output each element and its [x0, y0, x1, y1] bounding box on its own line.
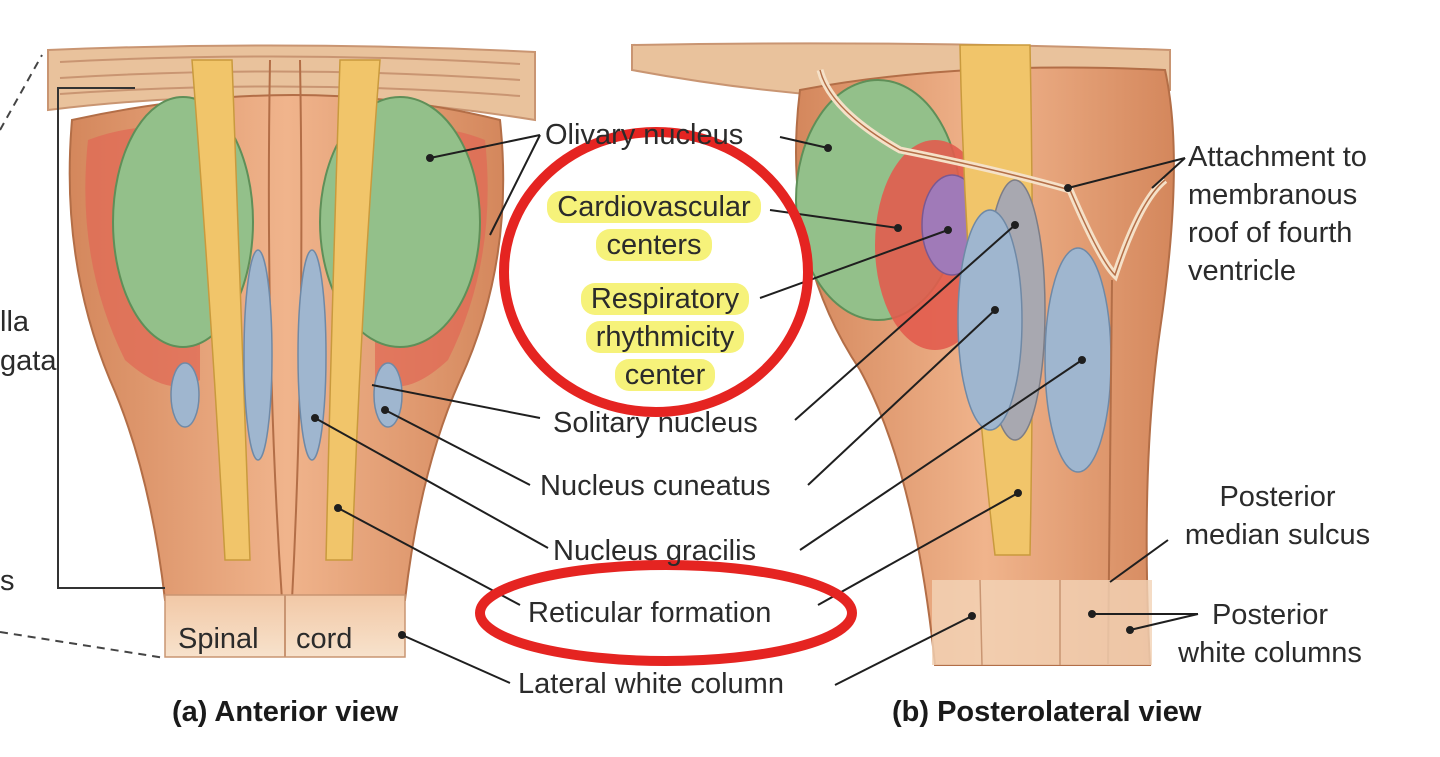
leader-lines	[311, 134, 1199, 686]
anterior-view-illustration	[0, 44, 536, 659]
posterolateral-view-illustration	[631, 42, 1175, 666]
annotation-ellipse-reticular	[475, 560, 857, 666]
label-solitary-nucleus: Solitary nucleus	[553, 407, 758, 439]
label-attachment-line1: Attachment to	[1188, 141, 1367, 173]
label-posterior-white-line2: white columns	[1178, 637, 1362, 669]
annotation-circle-centers	[499, 127, 813, 417]
label-olivary-nucleus: Olivary nucleus	[545, 119, 744, 151]
label-cardiovascular-line1: Cardiovascular	[534, 188, 774, 226]
label-posterior-white-line1: Posterior	[1211, 599, 1329, 631]
label-respiratory-line1: Respiratory	[545, 280, 785, 318]
label-nucleus-cuneatus: Nucleus cuneatus	[540, 470, 771, 502]
label-cardiovascular-line2: centers	[534, 226, 774, 264]
label-cord: cord	[296, 623, 353, 655]
label-attachment-line4: ventricle	[1188, 255, 1296, 287]
caption-posterolateral-view: (b) Posterolateral view	[892, 696, 1202, 728]
label-spinal: Spinal	[178, 623, 259, 655]
label-posterior-median-line1: Posterior	[1219, 481, 1336, 513]
label-attachment-line3: roof of fourth	[1188, 217, 1353, 249]
caption-anterior-view: (a) Anterior view	[172, 696, 399, 728]
label-respiratory-line2: rhythmicity	[545, 318, 785, 356]
label-reticular-formation: Reticular formation	[528, 597, 772, 629]
label-left-cut-3: s	[0, 565, 15, 597]
label-posterior-median-line2: median sulcus	[1184, 519, 1371, 551]
label-left-cut-1: lla	[0, 306, 30, 338]
label-respiratory-line3: center	[545, 356, 785, 394]
label-nucleus-gracilis: Nucleus gracilis	[553, 535, 757, 567]
label-left-cut-2: gata	[0, 345, 57, 377]
label-lateral-white-column: Lateral white column	[518, 668, 784, 700]
label-attachment-line2: membranous	[1188, 179, 1358, 211]
